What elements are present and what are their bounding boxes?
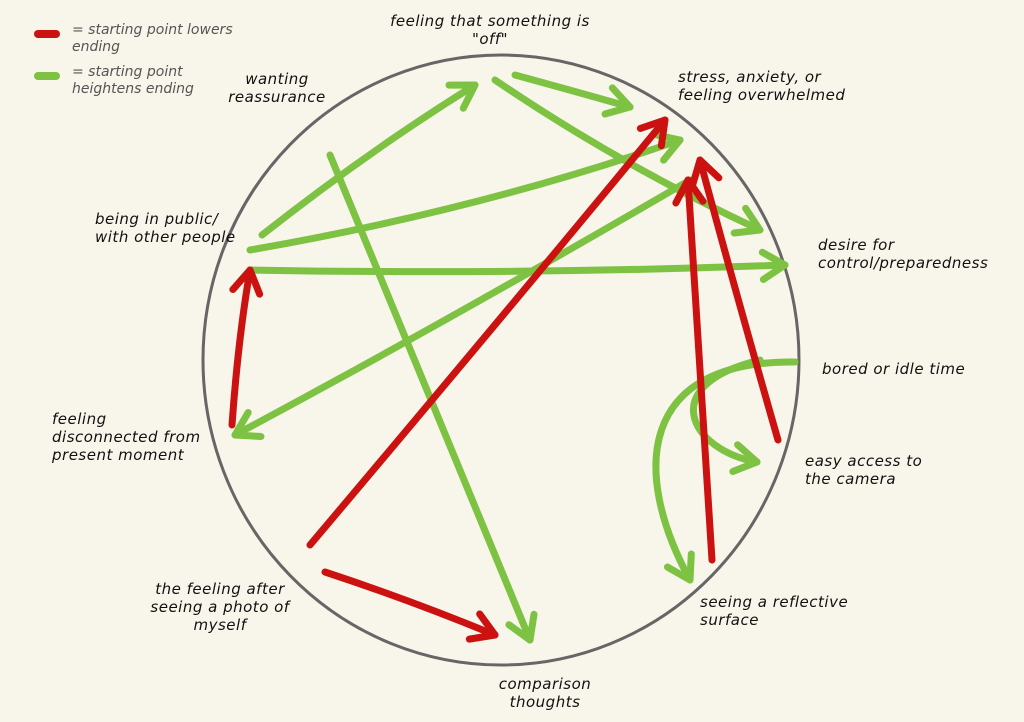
arrow-stress-to-disconnected — [231, 176, 694, 441]
arrow-public-to-control — [246, 248, 789, 283]
legend-heightens: = starting point heightens ending — [72, 64, 194, 97]
arrow-line — [690, 356, 764, 466]
arrowhead — [445, 81, 479, 112]
legend-swatch-lowers — [34, 30, 60, 38]
arrow-photo-to-comparison — [321, 568, 499, 643]
arrow-bored-to-camera — [690, 356, 764, 475]
node-disconnected: feeling disconnected from present moment — [52, 410, 201, 464]
arrowhead — [663, 550, 695, 584]
arrow-line — [246, 261, 789, 276]
arrowhead — [758, 248, 789, 283]
arrowhead — [689, 156, 723, 189]
arrow-off-to-stress — [511, 71, 634, 118]
node-camera: easy access to the camera — [805, 452, 923, 488]
arrowhead — [672, 176, 707, 207]
arrow-line — [258, 81, 479, 239]
arrowhead — [229, 266, 264, 298]
legend-lowers: = starting point lowers ending — [72, 22, 233, 55]
arrow-line — [684, 176, 716, 564]
arrowhead — [231, 409, 265, 441]
arrow-camera-to-stress — [689, 156, 782, 444]
arrowhead — [601, 84, 634, 118]
arrowhead — [729, 441, 761, 475]
node-bored: bored or idle time — [822, 360, 966, 378]
arrow-line — [228, 266, 254, 429]
arrow-line — [511, 71, 634, 111]
arrowhead — [636, 116, 669, 150]
arrowhead — [505, 610, 538, 644]
loop-circle — [201, 53, 801, 667]
arrow-reflective-to-stress — [672, 176, 716, 564]
arrow-reassurance-to-off — [258, 81, 479, 239]
node-control: desire for control/preparedness — [818, 236, 989, 272]
node-off: feeling that something is "off" — [390, 12, 590, 48]
node-reassurance: wanting reassurance — [228, 70, 326, 106]
arrow-line — [321, 568, 499, 639]
node-photo: the feeling after seeing a photo of myse… — [150, 580, 290, 634]
arrow-line — [306, 116, 669, 549]
arrow-disconnected-to-public — [228, 266, 264, 429]
arrow-line — [696, 156, 782, 444]
arrow-line — [246, 136, 684, 254]
arrow-photo-to-stress — [306, 116, 669, 549]
node-reflective: seeing a reflective surface — [700, 593, 849, 629]
arrowhead — [730, 204, 764, 237]
node-public: being in public/ with other people — [95, 210, 236, 246]
node-comparison: comparison thoughts — [498, 675, 592, 711]
arrow-line — [231, 176, 694, 439]
arrow-bored-to-reflective — [652, 358, 799, 584]
arrowhead — [465, 610, 499, 643]
legend-swatch-heightens — [34, 72, 60, 80]
node-stress: stress, anxiety, or feeling overwhelmed — [678, 68, 846, 104]
arrow-line — [652, 358, 799, 584]
